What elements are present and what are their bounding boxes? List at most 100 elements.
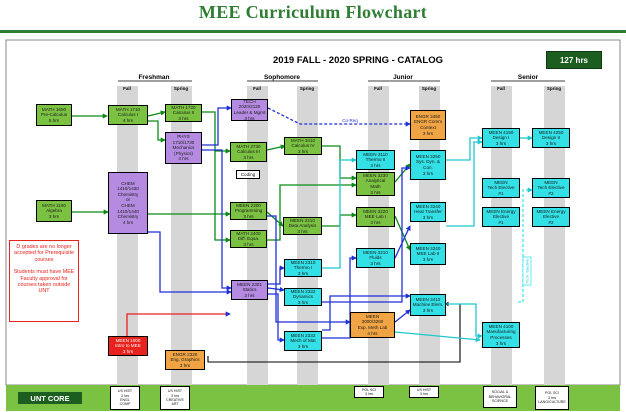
conn-mechmat-3210 bbox=[322, 255, 357, 339]
conn-3250-4150 bbox=[446, 135, 483, 161]
course-text: MEEN 2210 Data Analysis 3 hrs bbox=[288, 217, 317, 234]
course-box-meen2200: MEEN 2200 Programming 3 hrs bbox=[230, 202, 267, 220]
course-text: MATH 1710 Calculus I 4 hrs bbox=[115, 106, 141, 123]
sem-so-spring: Spring bbox=[300, 86, 315, 91]
course-text: MATH 2400 Diff. Equa. 3 hrs bbox=[236, 230, 261, 247]
course-box-math1710: MATH 1710 Calculus I 4 hrs bbox=[108, 105, 148, 125]
course-box-math2400: MATH 2400 Diff. Equa. 3 hrs bbox=[230, 230, 267, 248]
course-text: TECH 2020/2120 Leader & Mgmt 3 hrs bbox=[233, 99, 266, 121]
conn-statics-thermo bbox=[268, 265, 285, 285]
column-sr-fall bbox=[491, 86, 512, 385]
course-text: MEEN 2200 Programming 3 hrs bbox=[234, 202, 263, 219]
course-text: ENGR 3450 ENGR Comm Context 3 hrs bbox=[413, 113, 443, 136]
course-text: MEEN 3210 Fluids 3 hrs bbox=[363, 249, 388, 266]
column-sr-spring bbox=[544, 86, 565, 385]
course-box-meen2332b: MEEN 2332 Mech of Mat 3 hrs bbox=[284, 331, 322, 351]
title-rule bbox=[0, 30, 626, 33]
course-box-meen3240: MEEN 3240 Heat Transfer 3 hrs bbox=[410, 202, 446, 222]
course-box-coding: Coding bbox=[236, 170, 260, 179]
column-jr-fall bbox=[368, 86, 389, 385]
course-text: MEEN 3240 MEE Lab II 3 hrs bbox=[415, 245, 441, 262]
tech-elective-label: Tech. Elective bbox=[525, 258, 530, 283]
column-fr-fall bbox=[117, 86, 138, 385]
conn-mechmat-3410 bbox=[322, 293, 411, 331]
course-box-meen2332: MEEN 2332 Dynamics 3 hrs bbox=[284, 288, 322, 306]
conn-prog-3000 bbox=[267, 215, 351, 325]
course-text: MEEN Tech Elective #1 bbox=[487, 179, 515, 196]
conn-meen1000 bbox=[126, 311, 231, 336]
course-text: MEEN 3250 Sys. Dyn. & Con. 3 hrs bbox=[415, 153, 441, 176]
conn-math2730-3410 bbox=[266, 144, 286, 151]
course-box-meen4250: MEEN 4250 Design II 3 hrs bbox=[532, 128, 570, 148]
total-hours-badge: 127 hrs bbox=[546, 51, 602, 69]
conn-tech-elec-line bbox=[518, 187, 533, 303]
course-box-meen3410: MEEN 3410 Machine Elem. 3 hrs bbox=[410, 294, 446, 316]
sem-fr-spring: Spring bbox=[174, 86, 189, 91]
course-text: MEEN 3230 Analytical Math 3 hrs bbox=[363, 172, 388, 195]
conn-3210-3240 bbox=[394, 225, 411, 259]
course-box-tech2020: TECH 2020/2120 Leader & Mgmt 3 hrs bbox=[231, 99, 268, 121]
course-text: MEEN 1000 Intro to MEE 3 hrs bbox=[115, 337, 141, 354]
core-box-us-hist2: US HIST 3 hrs CREATIVE ART bbox=[160, 386, 190, 410]
catalog-title: 2019 FALL - 2020 SPRING - CATALOG bbox=[273, 55, 443, 66]
conn-thermo-3110 bbox=[322, 157, 357, 269]
course-box-meen1000: MEEN 1000 Intro to MEE 3 hrs bbox=[108, 336, 148, 356]
year-label-senior: Senior bbox=[518, 74, 539, 81]
course-box-energy2: MEEN Energy Elective #2 bbox=[532, 207, 570, 227]
course-text: MATH 1650 Pre-Calculus 5 hrs bbox=[40, 106, 68, 123]
sem-sr-fall: Fall bbox=[497, 86, 505, 91]
year-label-junior: Junior bbox=[393, 74, 413, 81]
course-text: MEEN 2310 Thermo I 3 hrs bbox=[290, 259, 316, 276]
course-text: CHEM 1410/1430 Chemistry or CHEM 1410/14… bbox=[117, 180, 139, 225]
course-box-phys1710: PHYS 1710/1730 Mechanics (Physics) 4 hrs bbox=[165, 132, 202, 164]
year-label-freshman: Freshman bbox=[138, 74, 169, 81]
course-text: MATH 1100 Algebra 3 hrs bbox=[42, 202, 66, 219]
column-fr-spring bbox=[171, 86, 192, 385]
course-text: Coding bbox=[240, 171, 256, 177]
conn-statics-mechmat bbox=[268, 293, 285, 343]
core-box-us-hist: US HIST 3 hrs ENGL COMP bbox=[110, 386, 140, 410]
course-text: MEEN 3220 MEE Lab I 3 hrs bbox=[363, 208, 388, 225]
course-box-math2730: MATH 2730 Calculus III 3 hrs bbox=[230, 142, 267, 162]
course-box-meen3210: MEEN 3210 Fluids 3 hrs bbox=[356, 248, 395, 268]
course-text: MEEN 3110 Thermo II 3 hrs bbox=[363, 151, 388, 168]
course-box-math1650: MATH 1650 Pre-Calculus 5 hrs bbox=[36, 104, 72, 126]
course-box-energy1: MEEN Energy Elective #1 bbox=[482, 207, 520, 227]
course-box-math3410: MATH 3410 Calculus IV 3 hrs bbox=[284, 137, 322, 155]
course-text: PHYS 1710/1730 Mechanics (Physics) 4 hrs bbox=[172, 134, 195, 162]
course-box-engr3450: ENGR 3450 ENGR Comm Context 3 hrs bbox=[410, 110, 446, 140]
course-box-meen3250: MEEN 3250 Sys. Dyn. & Con. 3 hrs bbox=[410, 150, 446, 180]
course-text: MATH 1720 Calculus II 3 hrs bbox=[171, 104, 196, 121]
conn-math2400-3230 bbox=[267, 182, 357, 241]
course-box-meen2310: MEEN 2310 Thermo I 3 hrs bbox=[284, 259, 322, 277]
tech-elective-tag bbox=[522, 256, 532, 286]
conn-3000-3410 bbox=[394, 309, 411, 323]
course-box-meen3230: MEEN 3230 Analytical Math 3 hrs bbox=[356, 172, 395, 196]
column-so-spring bbox=[297, 86, 318, 385]
conn-3410-4100 bbox=[446, 303, 483, 339]
course-box-math1720: MATH 1720 Calculus II 3 hrs bbox=[165, 104, 202, 122]
core-box-pol-sci2: POL SCI 3 hrs LANG/CULTURE bbox=[535, 386, 569, 410]
course-text: MEEN 4250 Design II 3 hrs bbox=[538, 129, 564, 146]
course-box-meen2301: MEEN 2301 Statics 3 hrs bbox=[231, 280, 268, 300]
course-box-meen3000: MEEN 3000/3260 Exp. Meth Lab 4 hrs bbox=[350, 312, 395, 338]
conn-dyn-3250 bbox=[322, 165, 411, 303]
course-text: MATH 2730 Calculus III 3 hrs bbox=[236, 143, 261, 160]
unt-core-bar bbox=[6, 385, 620, 411]
course-box-engr2320: ENGR 2320 Eng. Graphics 3 hrs bbox=[165, 350, 205, 370]
course-text: MEEN 4100 Manufacturing Processes 3 hrs bbox=[486, 323, 516, 346]
course-text: MEEN 3410 Machine Elem. 3 hrs bbox=[412, 296, 444, 313]
course-box-meen3240b: MEEN 3240 MEE Lab II 3 hrs bbox=[410, 243, 446, 265]
core-box-us-hist3: US HIST 3 hrs bbox=[409, 386, 439, 398]
course-box-meen2210: MEEN 2210 Data Analysis 3 hrs bbox=[283, 217, 322, 235]
course-text: MEEN 3000/3260 Exp. Meth Lab 4 hrs bbox=[357, 313, 388, 336]
conn-phys-tech bbox=[202, 105, 232, 146]
course-text: MATH 3410 Calculus IV 3 hrs bbox=[290, 137, 316, 154]
course-text: ENGR 2320 Eng. Graphics 3 hrs bbox=[170, 351, 200, 368]
course-text: MEEN Energy Elective #1 bbox=[486, 208, 516, 225]
core-box-pol-sci: POL SCI 3 hrs bbox=[354, 386, 384, 398]
unt-core-label: UNT CORE bbox=[18, 392, 82, 404]
conn-tech-coreq bbox=[267, 107, 411, 127]
conn-math1720-2400 bbox=[214, 151, 231, 243]
note-faculty-approval: Students must have MEE Faculty approval … bbox=[13, 269, 75, 295]
